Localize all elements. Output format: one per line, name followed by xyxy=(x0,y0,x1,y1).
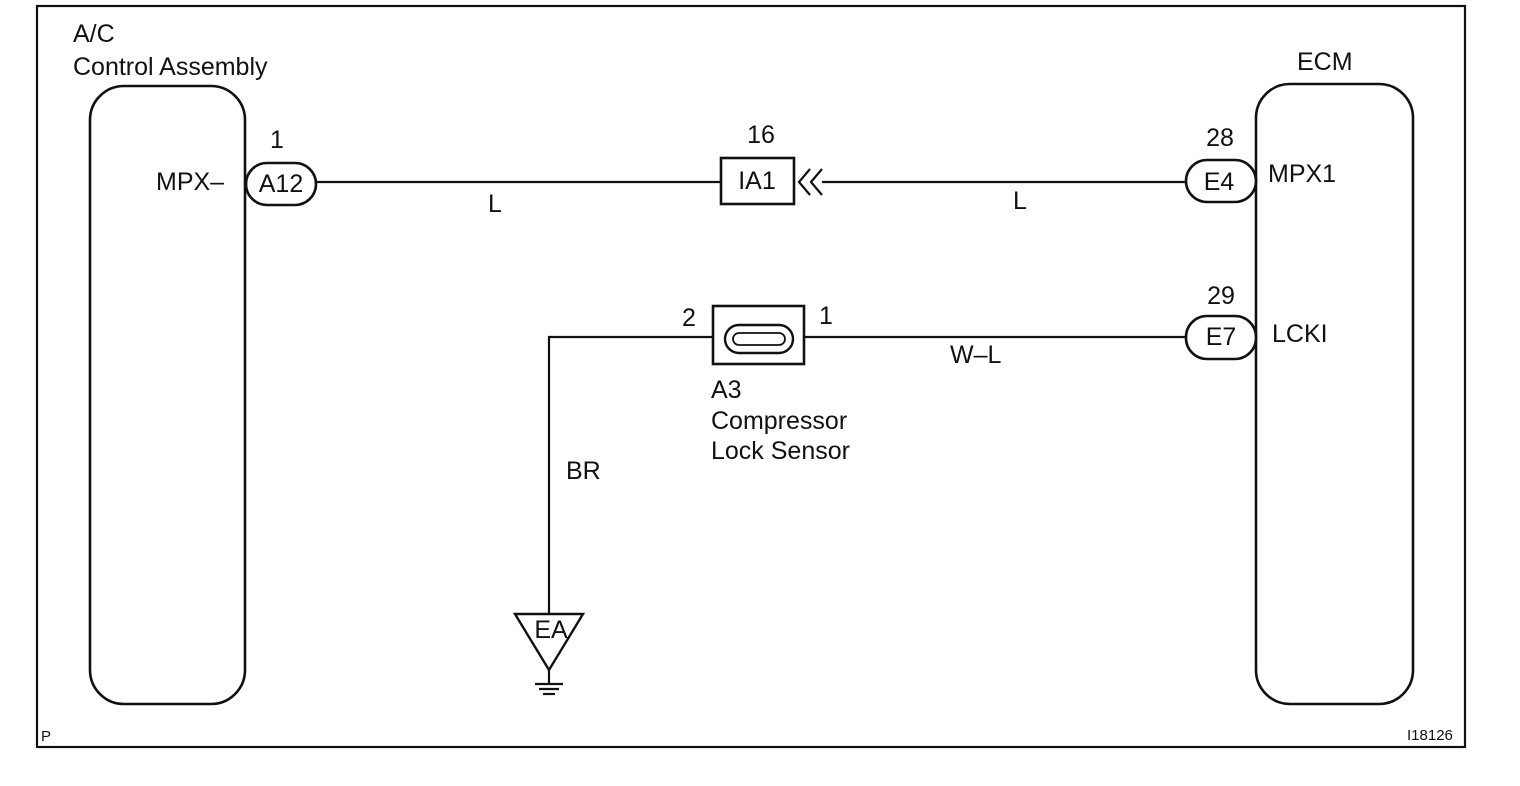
sensor-code: A3 xyxy=(711,376,742,404)
ground-label: EA xyxy=(534,616,568,644)
sensor-pin-left: 2 xyxy=(682,304,696,332)
ac-control-pin-label: MPX– xyxy=(156,168,224,196)
connector-a12 xyxy=(244,161,318,207)
ground-point-ea xyxy=(512,612,586,673)
ecm-title: ECM xyxy=(1297,48,1353,76)
connector-e7 xyxy=(1184,314,1258,361)
ac-control-title-line2: Control Assembly xyxy=(73,53,268,81)
figure-code: I18126 xyxy=(1407,727,1453,744)
wire-sensor-to-ground xyxy=(547,335,713,614)
frame-corner-letter: P xyxy=(41,728,51,745)
wire-label-ac-to-ia1: L xyxy=(488,190,502,218)
connector-ia1-chevron-icon xyxy=(797,168,811,196)
connector-ia1-chevron-icon-2 xyxy=(809,168,823,196)
sensor-name-line1: Compressor xyxy=(711,407,847,435)
ac-control-title-line1: A/C xyxy=(73,20,115,48)
wire-label-sensor-to-ground: BR xyxy=(566,457,601,485)
sensor-pin-right: 1 xyxy=(819,302,833,330)
ecm-pin2-label: LCKI xyxy=(1272,320,1328,348)
sensor-name-line2: Lock Sensor xyxy=(711,437,850,465)
ac-control-assembly-box xyxy=(88,84,247,706)
connector-e4 xyxy=(1184,158,1258,204)
connector-a12-pin: 1 xyxy=(270,126,284,154)
connector-e4-pin: 28 xyxy=(1206,124,1234,152)
sensor-coil-inner-icon xyxy=(732,332,786,346)
connector-ia1 xyxy=(719,156,796,206)
connector-e7-name: E7 xyxy=(1206,323,1237,351)
ecm-box xyxy=(1254,82,1415,706)
connector-ia1-pin: 16 xyxy=(747,121,775,149)
ecm-pin1-label: MPX1 xyxy=(1268,160,1336,188)
connector-ia1-name: IA1 xyxy=(738,167,776,195)
connector-a12-name: A12 xyxy=(259,170,303,198)
wire-label-sensor-to-e7: W–L xyxy=(950,341,1002,369)
wire-label-ia1-to-e4: L xyxy=(1013,187,1027,215)
connector-e4-name: E4 xyxy=(1204,168,1235,196)
connector-e7-pin: 29 xyxy=(1207,282,1235,310)
diagram-frame xyxy=(35,4,1467,749)
